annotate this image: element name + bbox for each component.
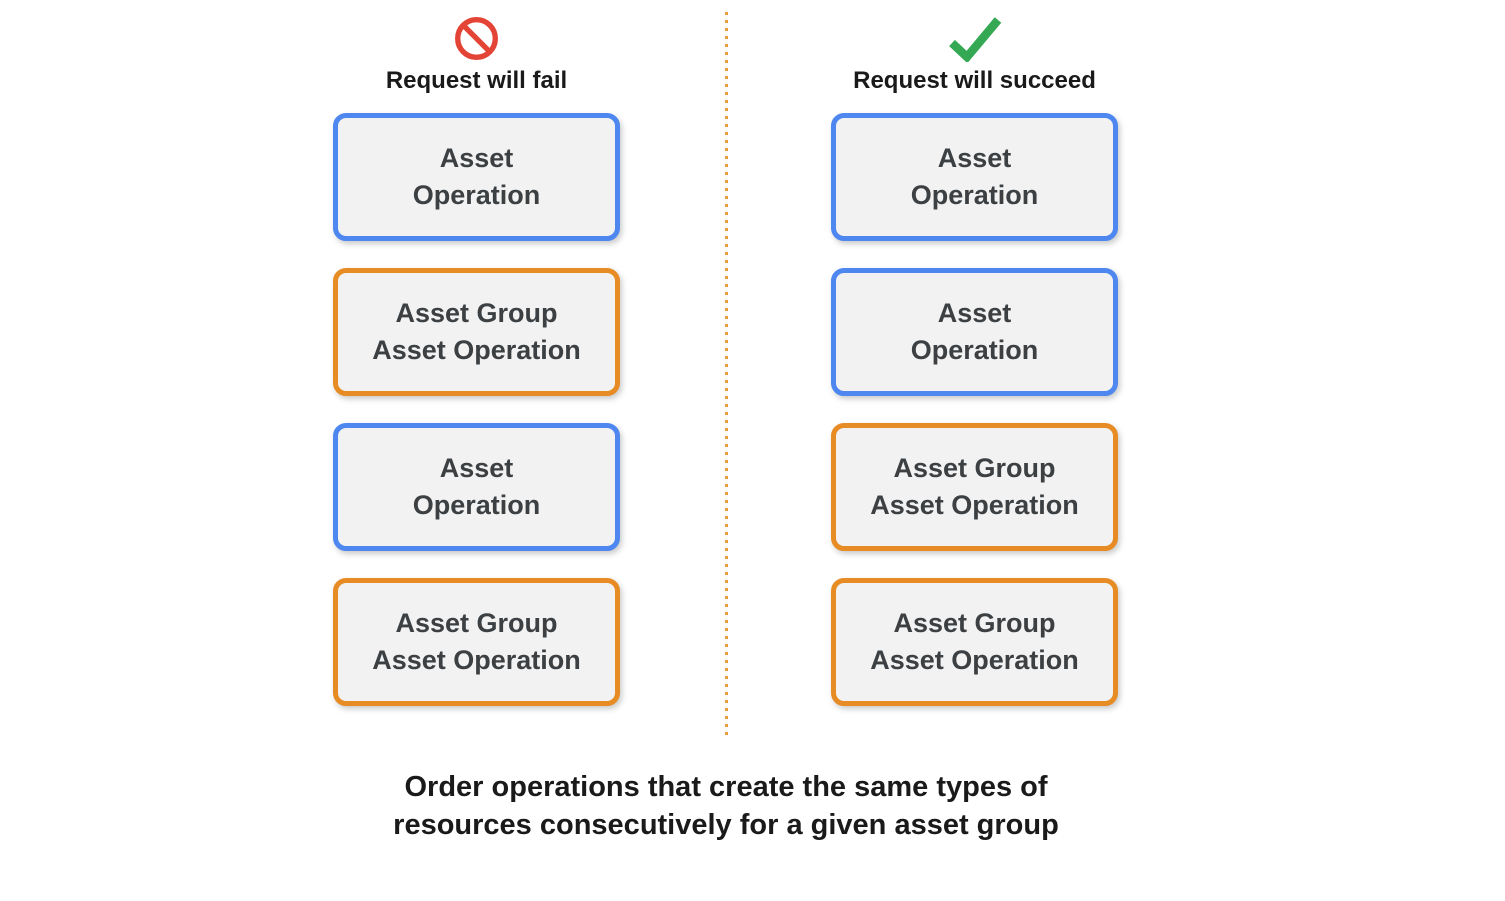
box-label-line: Asset Group: [893, 608, 1056, 638]
box-label-line: Asset Group: [395, 298, 558, 328]
dotted-divider: [725, 12, 728, 738]
asset-operation-box: Asset Operation: [333, 423, 620, 551]
box-label-line: Asset Group: [893, 453, 1056, 483]
fail-column-header: Request will fail: [333, 0, 620, 113]
asset-group-asset-operation-box: Asset Group Asset Operation: [333, 268, 620, 396]
asset-group-asset-operation-box: Asset Group Asset Operation: [333, 578, 620, 706]
fail-column-title: Request will fail: [385, 67, 568, 94]
asset-group-asset-operation-box: Asset Group Asset Operation: [831, 578, 1118, 706]
asset-operation-box: Asset Operation: [333, 113, 620, 241]
caption-line: Order operations that create the same ty…: [404, 771, 1048, 803]
box-label-line: Asset Operation: [372, 335, 581, 365]
caption-line: resources consecutively for a given asse…: [393, 809, 1059, 841]
box-label-line: Asset: [439, 453, 514, 483]
asset-group-asset-operation-box: Asset Group Asset Operation: [831, 423, 1118, 551]
prohibition-icon: [453, 13, 500, 63]
succeed-column: Request will succeed Asset Operation Ass…: [831, 0, 1118, 733]
succeed-column-header: Request will succeed: [831, 0, 1118, 113]
box-label-line: Operation: [910, 335, 1039, 365]
box-label-line: Operation: [910, 180, 1039, 210]
box-label-line: Asset: [937, 298, 1012, 328]
box-label-line: Asset Operation: [372, 645, 581, 675]
box-label-line: Operation: [412, 490, 541, 520]
box-label-line: Asset: [937, 143, 1012, 173]
succeed-column-title: Request will succeed: [853, 67, 1096, 94]
asset-operation-box: Asset Operation: [831, 268, 1118, 396]
box-label-line: Asset Operation: [870, 645, 1079, 675]
checkmark-icon: [946, 13, 1004, 63]
box-label-line: Asset: [439, 143, 514, 173]
box-label-line: Operation: [412, 180, 541, 210]
fail-column: Request will fail Asset Operation Asset …: [333, 0, 620, 733]
asset-operation-box: Asset Operation: [831, 113, 1118, 241]
box-label-line: Asset Group: [395, 608, 558, 638]
diagram-caption: Order operations that create the same ty…: [0, 768, 1452, 844]
box-label-line: Asset Operation: [870, 490, 1079, 520]
